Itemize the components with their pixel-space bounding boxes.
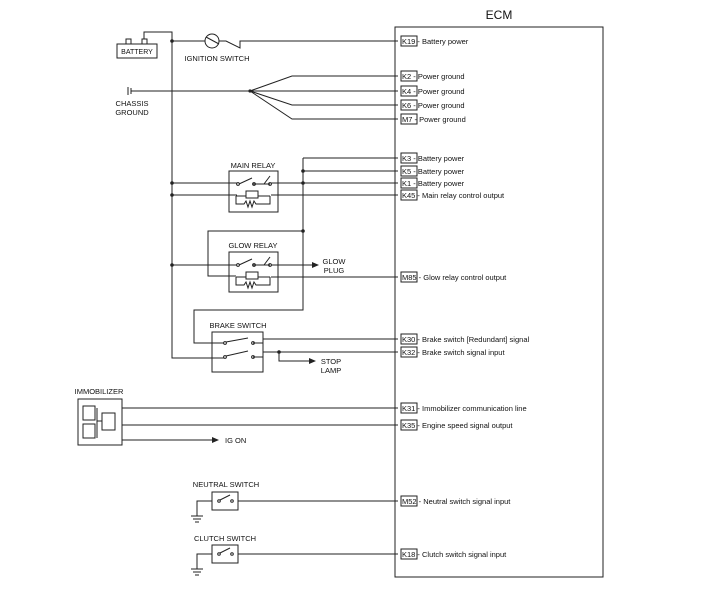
- pin-terminal: [400, 333, 418, 345]
- pin-terminal: [400, 99, 418, 111]
- pin-label: K30 - Brake switch [Redundant] signal: [402, 335, 529, 344]
- stop-lamp-label-1: STOP: [321, 357, 341, 366]
- pin-terminal: [400, 85, 418, 97]
- pin-label: K3 - Battery power: [402, 154, 465, 163]
- pin-label: M7 - Power ground: [402, 115, 466, 124]
- glow-plug-label-2: PLUG: [324, 266, 345, 275]
- ecm-pin-k6: K6 - Power ground: [400, 99, 465, 111]
- ecm-pin-k3: K3 - Battery power: [400, 152, 465, 164]
- ecm-pin-k35: K35 - Engine speed signal output: [400, 419, 513, 431]
- pin-terminal: [400, 346, 418, 358]
- clutch-switch-label: CLUTCH SWITCH: [194, 534, 256, 543]
- ecm-pin-k31: K31 - Immobilizer communication line: [400, 402, 527, 414]
- battery: BATTERY: [116, 38, 158, 59]
- pin-terminal: [400, 70, 418, 82]
- pin-terminal: [400, 402, 418, 414]
- ignition-switch-label: IGNITION SWITCH: [185, 54, 250, 63]
- ecm-pin-m52: M52 - Neutral switch signal input: [400, 495, 511, 507]
- pin-label: K19 - Battery power: [402, 37, 469, 46]
- pin-label: K5 - Battery power: [402, 167, 465, 176]
- pin-label: K45 - Main relay control output: [402, 191, 505, 200]
- ecm-box: [394, 26, 604, 578]
- pin-terminal: [400, 113, 418, 125]
- pin-label: M85 - Glow relay control output: [402, 273, 507, 282]
- pin-label: K2 - Power ground: [402, 72, 465, 81]
- ecm-pin-k4: K4 - Power ground: [400, 85, 465, 97]
- neutral-switch: [211, 491, 239, 511]
- pin-label: K18 - Clutch switch signal input: [402, 550, 507, 559]
- ecm-pin-k1: K1 - Battery power: [400, 177, 465, 189]
- chassis-label-2: GROUND: [115, 108, 149, 117]
- pin-terminal: [400, 419, 418, 431]
- chassis-ground-icon: [127, 87, 250, 95]
- ecm-pin-k2: K2 - Power ground: [400, 70, 465, 82]
- pin-terminal: [400, 177, 418, 189]
- pin-label: K6 - Power ground: [402, 101, 465, 110]
- pin-terminal: [400, 548, 418, 560]
- main-relay: [228, 170, 279, 213]
- ecm-pin-k30: K30 - Brake switch [Redundant] signal: [400, 333, 529, 345]
- ecm-pin-k32: K32 - Brake switch signal input: [400, 346, 505, 358]
- pin-label: M52 - Neutral switch signal input: [402, 497, 511, 506]
- ecm-pin-k5: K5 - Battery power: [400, 165, 465, 177]
- pin-terminal: [400, 495, 418, 507]
- ecm-pin-k18: K18 - Clutch switch signal input: [400, 548, 507, 560]
- pin-label: K31 - Immobilizer communication line: [402, 404, 527, 413]
- ecm-title: ECM: [486, 8, 513, 22]
- ecm-pins: K19 - Battery power K2 - Power ground K4 -…: [400, 35, 529, 560]
- pin-terminal: [400, 152, 418, 164]
- ecm-pin-m7: M7 - Power ground: [400, 113, 466, 125]
- ecm-pin-k19: K19 - Battery power: [400, 35, 469, 47]
- clutch-switch: [211, 544, 239, 564]
- ecm-pin-m85: M85 - Glow relay control output: [400, 271, 507, 283]
- ig-on-label: IG ON: [225, 436, 246, 445]
- glow-relay-label: GLOW RELAY: [228, 241, 277, 250]
- immobilizer-label: IMMOBILIZER: [75, 387, 124, 396]
- pin-terminal: [400, 165, 418, 177]
- pin-terminal: [400, 35, 418, 47]
- main-relay-label: MAIN RELAY: [231, 161, 276, 170]
- pin-label: K1 - Battery power: [402, 179, 465, 188]
- stop-lamp-label-2: LAMP: [321, 366, 341, 375]
- immobilizer: [77, 398, 123, 446]
- pin-label: K35 - Engine speed signal output: [402, 421, 513, 430]
- battery-label: BATTERY: [121, 49, 153, 56]
- neutral-switch-label: NEUTRAL SWITCH: [193, 480, 259, 489]
- brake-switch-label: BRAKE SWITCH: [209, 321, 266, 330]
- pin-label: K32 - Brake switch signal input: [402, 348, 505, 357]
- ignition-switch: [200, 33, 398, 49]
- pin-terminal: [400, 189, 418, 201]
- ecm-pin-k45: K45 - Main relay control output: [400, 189, 505, 201]
- chassis-label-1: CHASSIS: [116, 99, 149, 108]
- pin-label: K4 - Power ground: [402, 87, 465, 96]
- brake-switch: [211, 331, 264, 373]
- pin-terminal: [400, 271, 418, 283]
- glow-plug-label-1: GLOW: [323, 257, 347, 266]
- glow-relay: [228, 251, 279, 293]
